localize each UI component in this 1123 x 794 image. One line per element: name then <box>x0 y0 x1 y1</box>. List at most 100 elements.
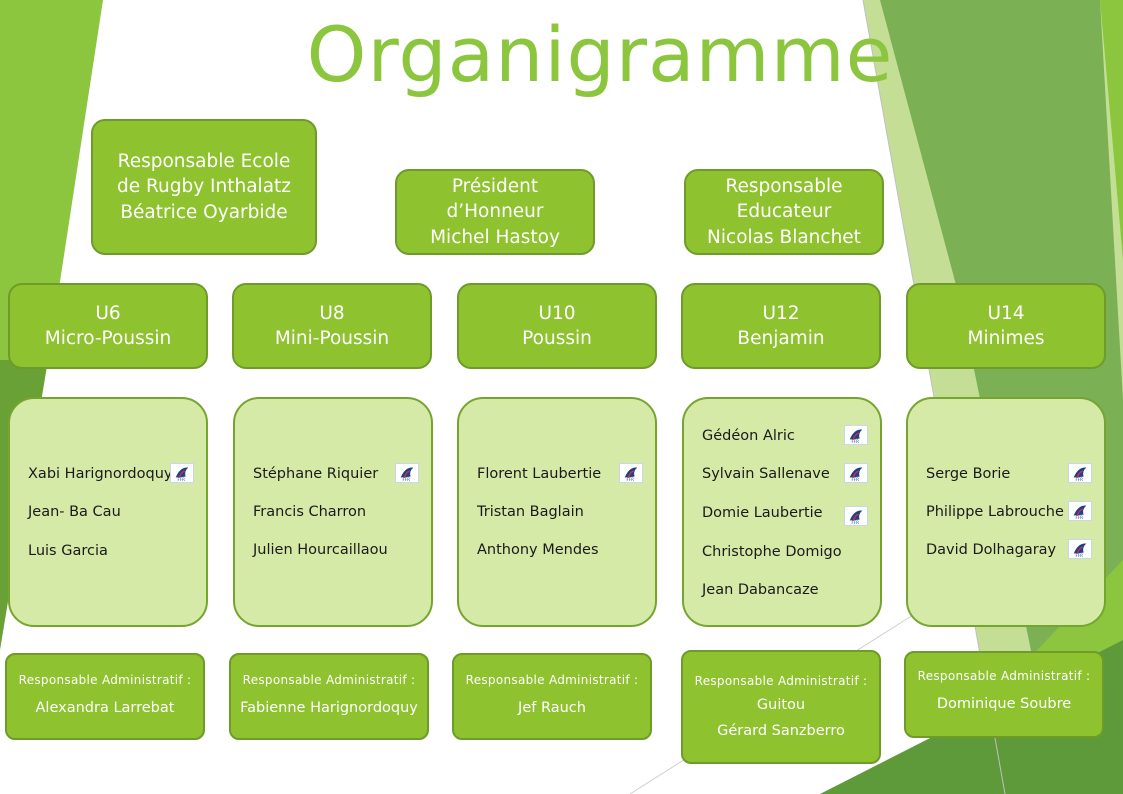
members-box-u8: Stéphane Riquier FFR Francis Charron Jul… <box>233 397 433 627</box>
member-name: Jean Dabancaze <box>702 582 819 598</box>
member-name: Luis Garcia <box>28 543 108 559</box>
ffr-rooster-logo-icon: FFR <box>1068 463 1092 483</box>
member-name: Gédéon Alric <box>702 428 795 444</box>
members-box-u6: Xabi Harignordoquy FFR Jean- Ba Cau Luis… <box>8 397 208 627</box>
admin-name: Gérard Sanzberro <box>717 723 845 739</box>
team-name: Poussin <box>522 328 592 349</box>
member-row: Francis Charron <box>253 502 419 522</box>
member-name: Julien Hourcaillaou <box>253 542 388 558</box>
member-row: Domie Laubertie FFR <box>702 503 868 526</box>
member-name: Tristan Baglain <box>477 504 584 520</box>
team-header-u12: U12 Benjamin <box>681 283 881 369</box>
member-name: Francis Charron <box>253 504 367 520</box>
member-row: David Dolhagaray FFR <box>926 539 1092 560</box>
svg-text:FFR: FFR <box>1076 477 1084 482</box>
svg-text:FFR: FFR <box>1076 515 1084 520</box>
member-name: Christophe Domigo <box>702 544 842 560</box>
leader-line: Béatrice Oyarbide <box>120 201 288 223</box>
members-box-u12: Gédéon Alric FFR Sylvain Sallenave FFR D… <box>682 397 882 627</box>
member-row: Sylvain Sallenave FFR <box>702 463 868 484</box>
admin-name: Fabienne Harignordoquy <box>240 700 418 716</box>
svg-text:FFR: FFR <box>178 477 186 482</box>
leader-line: Educateur <box>736 201 832 223</box>
leader-box-responsable-educateur: Responsable Educateur Nicolas Blanchet <box>684 169 884 255</box>
ffr-rooster-logo-icon: FFR <box>395 463 419 483</box>
member-row: Jean- Ba Cau <box>28 502 194 522</box>
svg-text:FFR: FFR <box>852 520 860 525</box>
member-name: Stéphane Riquier <box>253 466 379 482</box>
ffr-rooster-logo-icon: FFR <box>1068 501 1092 521</box>
team-name: Minimes <box>967 328 1045 349</box>
member-name: Anthony Mendes <box>477 542 599 558</box>
team-code: U8 <box>319 302 345 324</box>
ffr-rooster-logo-icon: FFR <box>170 463 194 483</box>
page-title: Organigramme <box>306 10 894 99</box>
ffr-rooster-logo-icon: FFR <box>844 425 868 445</box>
member-row: Anthony Mendes <box>477 540 643 560</box>
member-name: Sylvain Sallenave <box>702 466 830 482</box>
ffr-rooster-logo-icon: FFR <box>619 463 643 483</box>
admin-name: Dominique Soubre <box>936 696 1072 712</box>
member-name: Xabi Harignordoquy <box>28 466 173 482</box>
member-name: Serge Borie <box>926 466 1011 482</box>
team-name: Mini-Poussin <box>274 328 390 349</box>
team-header-u8: U8 Mini-Poussin <box>232 283 432 369</box>
member-row: Philippe Labrouche FFR <box>926 501 1092 522</box>
member-name: Domie Laubertie <box>702 505 823 521</box>
leader-line: Michel Hastoy <box>430 226 560 248</box>
team-code: U10 <box>538 302 576 324</box>
members-box-u14: Serge Borie FFR Philippe Labrouche FFR D… <box>906 397 1106 627</box>
admin-label: Responsable Administratif : <box>242 673 416 687</box>
leader-line: Nicolas Blanchet <box>707 226 861 248</box>
team-header-u6: U6 Micro-Poussin <box>8 283 208 369</box>
admin-box-u6: Responsable Administratif : Alexandra La… <box>5 653 205 740</box>
svg-text:FFR: FFR <box>403 477 411 482</box>
member-row: Luis Garcia <box>28 541 194 561</box>
member-name: Florent Laubertie <box>477 466 602 482</box>
leader-line: de Rugby Inthalatz <box>116 176 291 198</box>
member-name: Philippe Labrouche <box>926 504 1064 520</box>
svg-text:FFR: FFR <box>852 439 860 444</box>
team-code: U6 <box>95 302 121 324</box>
admin-label: Responsable Administratif : <box>694 674 868 688</box>
member-row: Stéphane Riquier FFR <box>253 463 419 484</box>
team-code: U14 <box>987 302 1025 324</box>
member-row: Jean Dabancaze <box>702 580 868 600</box>
members-box-u10: Florent Laubertie FFR Tristan Baglain An… <box>457 397 657 627</box>
ffr-rooster-logo-icon: FFR <box>1068 539 1092 559</box>
admin-label: Responsable Administratif : <box>465 673 639 687</box>
team-name: Benjamin <box>737 328 825 349</box>
member-name: Jean- Ba Cau <box>28 504 121 520</box>
member-row: Florent Laubertie FFR <box>477 463 643 484</box>
ffr-rooster-logo-icon: FFR <box>844 506 868 526</box>
admin-name: Jef Rauch <box>518 700 586 716</box>
member-row: Gédéon Alric FFR <box>702 425 868 446</box>
admin-box-u14: Responsable Administratif : Dominique So… <box>904 651 1104 738</box>
team-header-u10: U10 Poussin <box>457 283 657 369</box>
member-row: Serge Borie FFR <box>926 463 1092 484</box>
svg-text:FFR: FFR <box>852 477 860 482</box>
member-name: David Dolhagaray <box>926 542 1057 558</box>
member-row: Xabi Harignordoquy FFR <box>28 463 194 484</box>
ffr-rooster-logo-icon: FFR <box>844 463 868 483</box>
svg-text:FFR: FFR <box>1076 553 1084 558</box>
member-row: Christophe Domigo <box>702 542 868 562</box>
leader-line: Responsable <box>725 175 843 197</box>
admin-box-u12: Responsable Administratif : Guitou Gérar… <box>681 650 881 764</box>
team-header-u14: U14 Minimes <box>906 283 1106 369</box>
team-code: U12 <box>762 302 800 324</box>
leader-line: Responsable Ecole <box>117 150 291 172</box>
team-name: Micro-Poussin <box>44 328 172 349</box>
admin-name: Alexandra Larrebat <box>35 700 175 716</box>
member-row: Tristan Baglain <box>477 502 643 522</box>
admin-label: Responsable Administratif : <box>917 669 1091 683</box>
leader-box-responsable-ecole: Responsable Ecole de Rugby Inthalatz Béa… <box>91 119 317 255</box>
admin-box-u8: Responsable Administratif : Fabienne Har… <box>229 653 429 740</box>
leader-box-president: Président d’Honneur Michel Hastoy <box>395 169 595 255</box>
admin-box-u10: Responsable Administratif : Jef Rauch <box>452 653 652 740</box>
svg-text:FFR: FFR <box>627 477 635 482</box>
admin-label: Responsable Administratif : <box>18 673 192 687</box>
admin-name: Guitou <box>756 697 806 713</box>
leader-line: d’Honneur <box>446 201 544 223</box>
leader-line: Président <box>451 175 539 197</box>
